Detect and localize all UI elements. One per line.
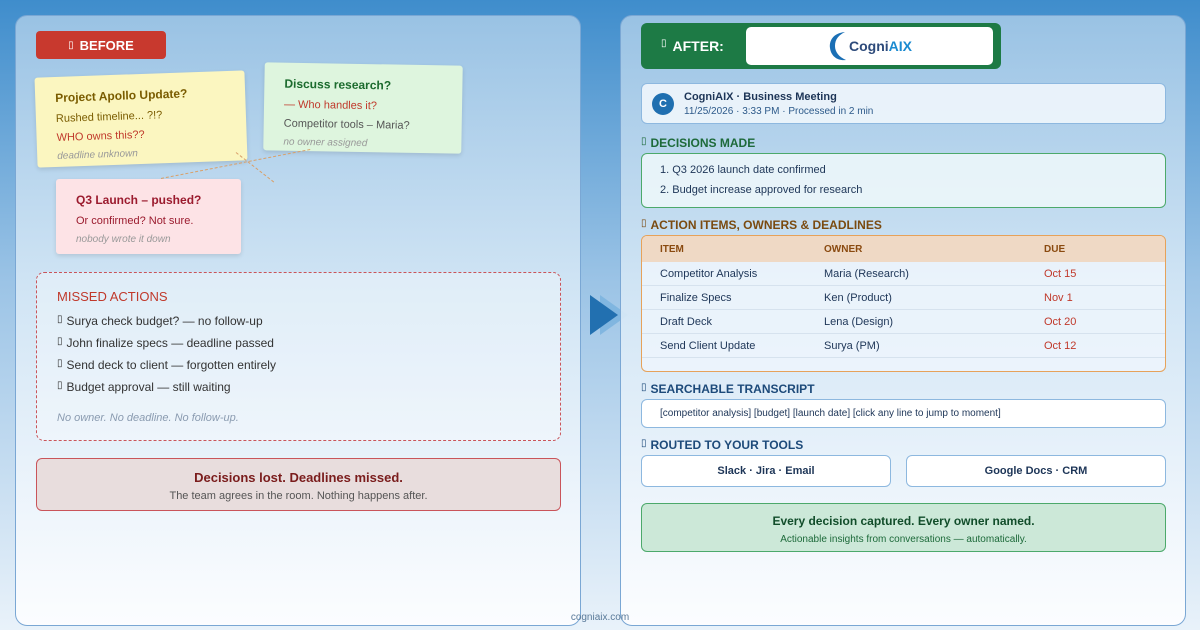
logo-text-part2: AIX: [888, 38, 912, 54]
column-header: OWNER: [824, 243, 863, 255]
decisions-lost-box: Decisions lost. Deadlines missed. The te…: [36, 458, 561, 511]
sticky-note-research: Discuss research? — Who handles it? Comp…: [263, 62, 463, 154]
box-icon: ▯: [661, 38, 667, 49]
missed-item: ▯Budget approval — still waiting: [57, 380, 231, 394]
before-panel: ▯ BEFORE Project Apollo Update? Rushed t…: [15, 15, 581, 626]
box-icon: ▯: [57, 314, 63, 325]
missed-actions-box: MISSED ACTIONS ▯Surya check budget? — no…: [36, 272, 561, 441]
lost-subtitle: The team agrees in the room. Nothing hap…: [169, 490, 428, 502]
logo-text-part1: Cogni: [849, 38, 889, 54]
tool-route-messaging[interactable]: Slack · Jira · Email: [641, 455, 891, 487]
table-row[interactable]: Competitor Analysis Maria (Research) Oct…: [642, 262, 1165, 286]
transcript-heading: ▯ SEARCHABLE TRANSCRIPT: [641, 382, 815, 396]
summary-banner: Every decision captured. Every owner nam…: [641, 503, 1166, 552]
lost-title: Decisions lost. Deadlines missed.: [194, 470, 403, 485]
decisions-heading: ▯ DECISIONS MADE: [641, 136, 756, 150]
action-items-table: ITEM OWNER DUE Competitor Analysis Maria…: [641, 235, 1166, 372]
after-badge-label: AFTER:: [672, 38, 724, 54]
note-title: Q3 Launch – pushed?: [76, 193, 202, 207]
meeting-summary-card[interactable]: C CogniAIX · Business Meeting 11/25/2026…: [641, 83, 1166, 124]
table-header: ITEM OWNER DUE: [642, 236, 1165, 262]
box-icon: ▯: [57, 358, 63, 369]
box-icon: ▯: [68, 39, 74, 51]
note-line: — Who handles it?: [283, 98, 378, 113]
logo-mark-icon: [829, 32, 846, 61]
before-badge: ▯ BEFORE: [36, 31, 166, 59]
missed-item: ▯Send deck to client — forgotten entirel…: [57, 358, 276, 372]
box-icon: ▯: [57, 336, 63, 347]
tools-heading: ▯ ROUTED TO YOUR TOOLS: [641, 438, 804, 452]
sticky-note-apollo: Project Apollo Update? Rushed timeline..…: [34, 70, 248, 168]
transition-arrow-icon: [590, 295, 628, 335]
table-row[interactable]: Draft Deck Lena (Design) Oct 20: [642, 310, 1165, 334]
note-italic: no owner assigned: [283, 136, 368, 150]
missed-item: ▯John finalize specs — deadline passed: [57, 336, 274, 350]
meeting-meta: 11/25/2026 · 3:33 PM · Processed in 2 mi…: [684, 105, 874, 117]
box-icon: ▯: [57, 380, 63, 391]
box-icon: ▯: [641, 438, 647, 449]
note-title: Discuss research?: [284, 76, 392, 93]
box-icon: ▯: [641, 136, 647, 147]
missed-footer: No owner. No deadline. No follow-up.: [57, 412, 239, 424]
actions-heading: ▯ ACTION ITEMS, OWNERS & DEADLINES: [641, 218, 882, 232]
note-line: WHO owns this??: [56, 128, 145, 144]
box-icon: ▯: [641, 382, 647, 393]
missed-item: ▯Surya check budget? — no follow-up: [57, 314, 263, 328]
transcript-box[interactable]: [competitor analysis] [budget] [launch d…: [641, 399, 1166, 428]
table-row[interactable]: Send Client Update Surya (PM) Oct 12: [642, 334, 1165, 358]
avatar: C: [652, 92, 674, 115]
note-line: Competitor tools – Maria?: [283, 117, 410, 132]
decision-item: 1. Q3 2026 launch date confirmed: [660, 164, 826, 176]
summary-subtitle: Actionable insights from conversations —…: [780, 534, 1027, 545]
sticky-note-q3: Q3 Launch – pushed? Or confirmed? Not su…: [56, 179, 241, 254]
note-title: Project Apollo Update?: [54, 86, 188, 105]
note-line: Or confirmed? Not sure.: [76, 215, 194, 227]
summary-title: Every decision captured. Every owner nam…: [772, 514, 1035, 528]
column-header: ITEM: [660, 243, 684, 255]
meeting-title: CogniAIX · Business Meeting: [684, 90, 837, 103]
decision-item: 2. Budget increase approved for research: [660, 184, 863, 196]
box-icon: ▯: [641, 218, 647, 229]
table-row[interactable]: Finalize Specs Ken (Product) Nov 1: [642, 286, 1165, 310]
note-italic: deadline unknown: [57, 148, 139, 162]
missed-actions-title: MISSED ACTIONS: [57, 289, 168, 304]
note-italic: nobody wrote it down: [76, 234, 171, 245]
before-badge-label: BEFORE: [79, 37, 134, 53]
tool-route-docs[interactable]: Google Docs · CRM: [906, 455, 1166, 487]
note-line: Rushed timeline... ?!?: [55, 109, 163, 125]
footer-url[interactable]: cogniaix.com: [570, 612, 630, 623]
column-header: DUE: [1044, 243, 1066, 255]
decisions-box: 1. Q3 2026 launch date confirmed 2. Budg…: [641, 153, 1166, 208]
